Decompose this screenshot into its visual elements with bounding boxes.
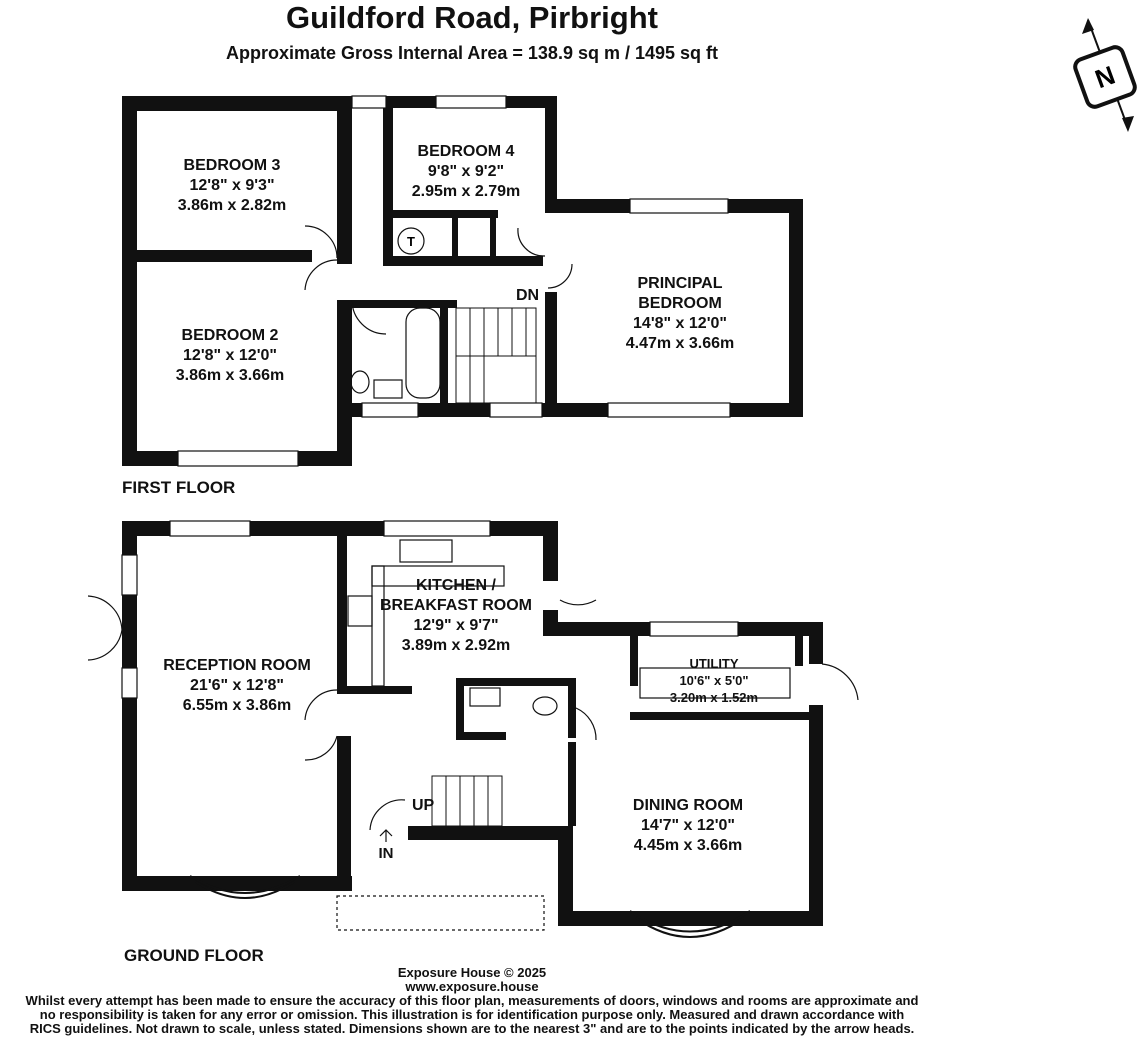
fixtures [347, 227, 791, 716]
room-reception: RECEPTION ROOM 21'6" x 12'8" 6.55m x 3.8… [163, 657, 311, 714]
down-marker: DN [516, 287, 539, 304]
footer-website: www.exposure.house [405, 979, 539, 994]
staircases [431, 307, 537, 827]
room-name: RECEPTION ROOM [163, 657, 311, 674]
room-bedroom3: BEDROOM 3 12'8" x 9'3" 3.86m x 2.82m [178, 157, 287, 214]
room-bedroom4: BEDROOM 4 9'8" x 9'2" 2.95m x 2.79m [412, 143, 521, 200]
room-name: BEDROOM 2 [182, 327, 279, 344]
room-name-line2: BREAKFAST ROOM [380, 597, 532, 614]
footer-disclaimer-line3: RICS guidelines. Not drawn to scale, unl… [29, 1021, 915, 1036]
room-dims-imperial: 21'6" x 12'8" [190, 677, 284, 694]
footer: Exposure House © 2025 www.exposure.house… [0, 966, 944, 1036]
room-dims-imperial: 12'8" x 12'0" [183, 347, 277, 364]
room-name-line1: PRINCIPAL [637, 275, 722, 292]
room-name: UTILITY [689, 656, 738, 671]
room-dims-metric: 3.86m x 2.82m [178, 197, 287, 214]
room-kitchen: KITCHEN / BREAKFAST ROOM 12'9" x 9'7" 3.… [380, 577, 532, 654]
plan-title: Guildford Road, Pirbright [286, 0, 658, 35]
room-dims-metric: 4.45m x 3.66m [634, 837, 743, 854]
entrance-arrow-icon [379, 829, 393, 842]
room-dining: DINING ROOM 14'7" x 12'0" 4.45m x 3.66m [633, 797, 743, 854]
bay-windows [189, 875, 751, 938]
room-dims-metric: 3.86m x 3.66m [176, 367, 285, 384]
room-utility: UTILITY 10'6" x 5'0" 3.20m x 1.52m [670, 656, 758, 705]
room-name: DINING ROOM [633, 797, 743, 814]
room-name: BEDROOM 4 [418, 143, 515, 160]
room-dims-imperial: 14'8" x 12'0" [633, 315, 727, 332]
room-dims-imperial: 12'9" x 9'7" [413, 617, 498, 634]
entrance-marker: IN [379, 845, 394, 862]
room-dims-imperial: 12'8" x 9'3" [189, 177, 274, 194]
footer-disclaimer-line1: Whilst every attempt has been made to en… [25, 993, 919, 1008]
room-dims-metric: 3.89m x 2.92m [402, 637, 511, 654]
compass-icon: N [1073, 18, 1137, 132]
room-dims-metric: 3.20m x 1.52m [670, 690, 758, 705]
area-subtitle: Approximate Gross Internal Area = 138.9 … [225, 43, 719, 63]
room-principal-bedroom: PRINCIPAL BEDROOM 14'8" x 12'0" 4.47m x … [626, 275, 735, 352]
room-bedroom2: BEDROOM 2 12'8" x 12'0" 3.86m x 3.66m [176, 327, 285, 384]
room-dims-imperial: 9'8" x 9'2" [428, 163, 504, 180]
first-floor-label: FIRST FLOOR [122, 478, 236, 497]
footer-disclaimer-line2: no responsibility is taken for any error… [39, 1007, 905, 1022]
footer-copyright: Exposure House © 2025 [397, 965, 547, 980]
room-dims-metric: 6.55m x 3.86m [183, 697, 292, 714]
doors [87, 225, 859, 831]
up-marker: UP [412, 797, 435, 814]
windows [121, 95, 739, 931]
room-name-line1: KITCHEN / [416, 577, 497, 594]
room-dims-imperial: 10'6" x 5'0" [679, 673, 748, 688]
room-name-line2: BEDROOM [638, 295, 722, 312]
ground-floor-label: GROUND FLOOR [124, 946, 264, 965]
tank-label: T [407, 234, 415, 249]
room-name: BEDROOM 3 [184, 157, 281, 174]
room-dims-metric: 4.47m x 3.66m [626, 335, 735, 352]
room-dims-metric: 2.95m x 2.79m [412, 183, 521, 200]
room-dims-imperial: 14'7" x 12'0" [641, 817, 735, 834]
